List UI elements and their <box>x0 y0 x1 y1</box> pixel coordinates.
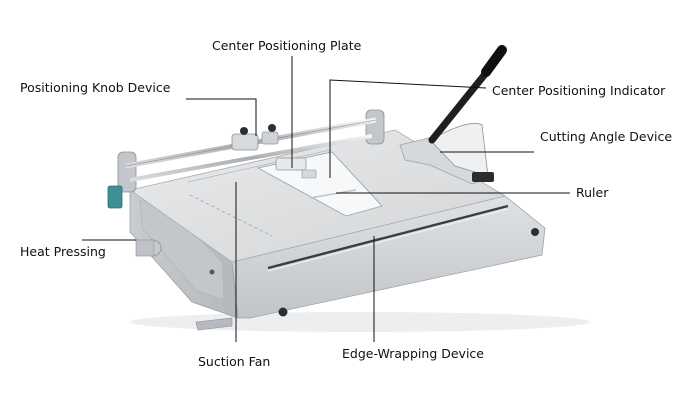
label-heat-pressing: Heat Pressing <box>20 244 106 259</box>
front-screw-left <box>278 307 288 317</box>
edge-wrapping-groove <box>267 204 509 270</box>
heat-pressing-control <box>107 185 123 209</box>
center-indicator-block <box>275 157 307 171</box>
positioning-knob-secondary <box>268 124 276 132</box>
label-center-positioning-indicator: Center Positioning Indicator <box>492 83 666 98</box>
label-cutting-angle-device: Cutting Angle Device <box>540 129 673 144</box>
handle-grip <box>481 45 507 77</box>
label-suction-fan: Suction Fan <box>198 354 271 369</box>
label-center-positioning-plate: Center Positioning Plate <box>212 38 362 53</box>
blade-clamp <box>472 172 494 182</box>
left-foot-bracket <box>195 317 233 331</box>
positioning-rod-lower <box>129 134 373 182</box>
label-ruler: Ruler <box>576 185 609 200</box>
label-positioning-knob-device: Positioning Knob Device <box>20 80 171 95</box>
leader-positioning-knob <box>186 98 257 136</box>
right-rail-bracket <box>365 109 385 145</box>
label-edge-wrapping-device: Edge-Wrapping Device <box>342 346 484 361</box>
leader-center-positioning-indicator <box>329 79 487 178</box>
callout-leaders <box>82 56 570 342</box>
left-rail-bracket <box>117 151 137 193</box>
front-screw-right <box>531 228 539 236</box>
positioning-knob <box>240 127 248 135</box>
ruler-strip <box>309 189 357 199</box>
positioning-knob-housing <box>231 133 259 151</box>
